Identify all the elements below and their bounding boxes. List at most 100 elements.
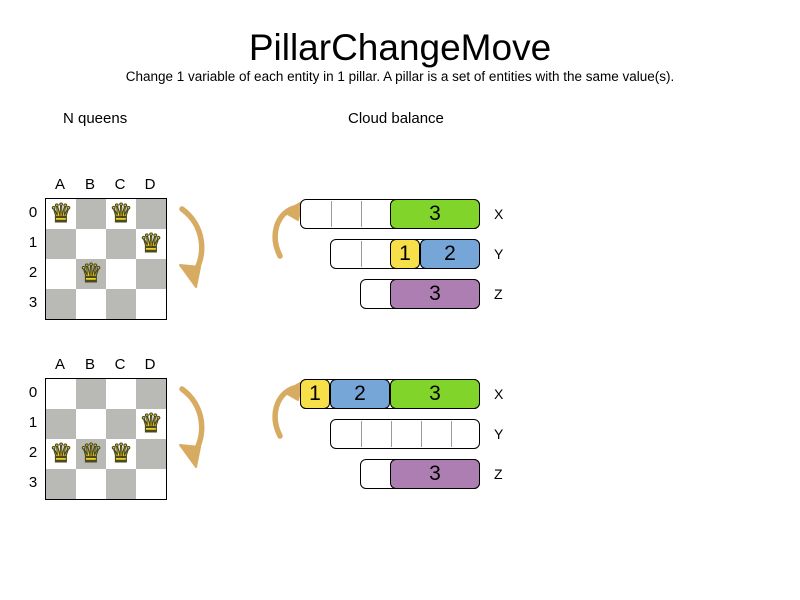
- capacity-tick: [391, 421, 392, 447]
- row-label-3: 3: [28, 294, 38, 311]
- board-cell-d1[interactable]: ♛: [136, 228, 166, 260]
- capacity-tick: [361, 421, 362, 447]
- board-cell-c2[interactable]: ♛: [106, 438, 136, 470]
- queen-icon: ♛: [49, 198, 73, 229]
- capacity-tick: [331, 201, 332, 227]
- board-cell-a2[interactable]: ♛: [46, 438, 76, 470]
- board-row: ♛: [46, 258, 166, 290]
- board-row: [46, 289, 166, 319]
- computer-capacity-bar[interactable]: [330, 419, 480, 449]
- queen-icon: ♛: [79, 438, 103, 469]
- board-row: [46, 469, 166, 499]
- page-subtitle: Change 1 variable of each entity in 1 pi…: [125, 69, 675, 84]
- board-cell-b1[interactable]: [76, 229, 106, 259]
- column-label-c: C: [114, 356, 126, 373]
- queen-icon: ♛: [79, 258, 103, 289]
- board-cell-d0[interactable]: [136, 379, 166, 409]
- capacity-tick: [451, 421, 452, 447]
- process-segment-3[interactable]: 3: [390, 459, 480, 489]
- board-cell-b3[interactable]: [76, 469, 106, 499]
- board-cell-d2[interactable]: [136, 439, 166, 469]
- capacity-tick: [421, 421, 422, 447]
- board-cell-a0[interactable]: ♛: [46, 198, 76, 230]
- computer-label-y: Y: [494, 426, 504, 442]
- board-row: ♛♛: [46, 198, 166, 230]
- column-label-c: C: [114, 176, 126, 193]
- queen-icon: ♛: [49, 438, 73, 469]
- process-segment-2[interactable]: 2: [420, 239, 480, 269]
- computer-label-z: Z: [494, 466, 503, 482]
- column-labels-after: A B C D: [45, 356, 165, 373]
- board-row: ♛: [46, 228, 166, 260]
- board-grid-after[interactable]: ♛♛♛♛: [45, 378, 167, 500]
- board-cell-c3[interactable]: [106, 469, 136, 499]
- row-label-0: 0: [28, 384, 38, 401]
- board-cell-a2[interactable]: [46, 259, 76, 289]
- row-label-2: 2: [28, 444, 38, 461]
- row-labels-before: 0 1 2 3: [25, 198, 41, 318]
- board-cell-c1[interactable]: [106, 409, 136, 439]
- computer-label-x: X: [494, 206, 504, 222]
- queen-icon: ♛: [139, 228, 163, 259]
- board-cell-b1[interactable]: [76, 409, 106, 439]
- queen-icon: ♛: [109, 438, 133, 469]
- column-labels-before: A B C D: [45, 176, 165, 193]
- board-cell-b0[interactable]: [76, 379, 106, 409]
- board-cell-d0[interactable]: [136, 199, 166, 229]
- computer-label-y: Y: [494, 246, 504, 262]
- board-cell-c0[interactable]: ♛: [106, 198, 136, 230]
- board-cell-b2[interactable]: ♛: [76, 438, 106, 470]
- process-segment-3[interactable]: 3: [390, 199, 480, 229]
- board-cell-a0[interactable]: [46, 379, 76, 409]
- row-label-2: 2: [28, 264, 38, 281]
- board-cell-c2[interactable]: [106, 259, 136, 289]
- column-label-d: D: [144, 356, 156, 373]
- cloud-computer-row-y: Y: [330, 419, 520, 449]
- move-arrow-down-icon: [170, 383, 216, 473]
- board-cell-d3[interactable]: [136, 289, 166, 319]
- board-cell-b2[interactable]: ♛: [76, 258, 106, 290]
- board-cell-d3[interactable]: [136, 469, 166, 499]
- column-label-a: A: [54, 176, 65, 193]
- board-cell-d1[interactable]: ♛: [136, 408, 166, 440]
- board-cell-a1[interactable]: [46, 409, 76, 439]
- board-grid-before[interactable]: ♛♛♛♛: [45, 198, 167, 320]
- board-row: [46, 379, 166, 409]
- process-segment-3[interactable]: 3: [390, 279, 480, 309]
- board-row: ♛♛♛: [46, 438, 166, 470]
- row-label-1: 1: [28, 234, 38, 251]
- process-segment-3[interactable]: 3: [390, 379, 480, 409]
- column-label-d: D: [144, 176, 156, 193]
- row-label-3: 3: [28, 474, 38, 491]
- column-label-b: B: [84, 356, 95, 373]
- process-segment-2[interactable]: 2: [330, 379, 390, 409]
- column-label-b: B: [84, 176, 95, 193]
- board-cell-a3[interactable]: [46, 289, 76, 319]
- section-heading-n-queens: N queens: [63, 110, 128, 127]
- board-row: ♛: [46, 408, 166, 440]
- board-cell-a1[interactable]: [46, 229, 76, 259]
- capacity-tick: [361, 201, 362, 227]
- board-cell-b0[interactable]: [76, 199, 106, 229]
- process-segment-1[interactable]: 1: [300, 379, 330, 409]
- column-label-a: A: [54, 356, 65, 373]
- board-cell-c1[interactable]: [106, 229, 136, 259]
- computer-label-z: Z: [494, 286, 503, 302]
- board-cell-d2[interactable]: [136, 259, 166, 289]
- queen-icon: ♛: [109, 198, 133, 229]
- board-cell-c0[interactable]: [106, 379, 136, 409]
- row-label-0: 0: [28, 204, 38, 221]
- board-cell-c3[interactable]: [106, 289, 136, 319]
- process-segment-1[interactable]: 1: [390, 239, 420, 269]
- queen-icon: ♛: [139, 408, 163, 439]
- move-arrow-down-icon: [170, 203, 216, 293]
- board-cell-a3[interactable]: [46, 469, 76, 499]
- board-cell-b3[interactable]: [76, 289, 106, 319]
